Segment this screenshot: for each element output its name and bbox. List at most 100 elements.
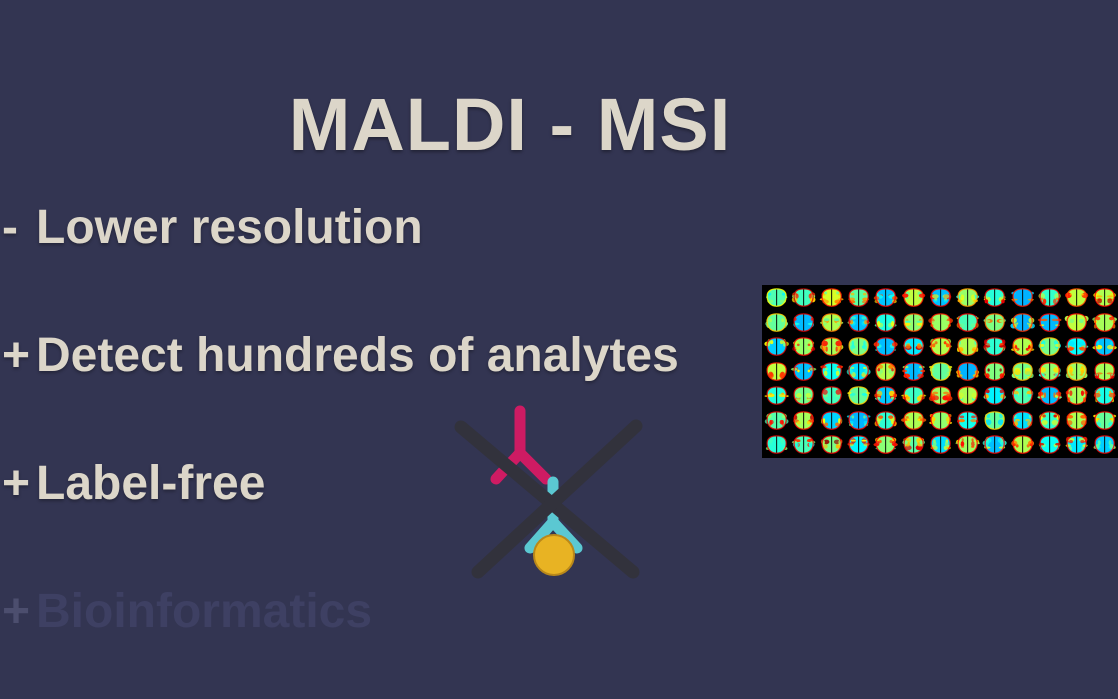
msi-tile bbox=[954, 310, 982, 336]
msi-tile bbox=[763, 335, 791, 360]
bullet-text: Label-free bbox=[36, 457, 266, 510]
msi-tile bbox=[899, 335, 927, 360]
msi-tile bbox=[981, 408, 1009, 434]
bullet-text: Bioinformatics bbox=[36, 585, 373, 638]
msi-tile bbox=[1036, 384, 1064, 409]
msi-tile bbox=[872, 384, 900, 409]
msi-tile bbox=[872, 408, 900, 434]
msi-tile bbox=[981, 433, 1009, 458]
msi-tile bbox=[790, 310, 818, 336]
msi-tile bbox=[926, 335, 955, 360]
msi-tile bbox=[899, 286, 927, 311]
msi-tile bbox=[899, 433, 927, 458]
bullet-marker: + bbox=[2, 585, 31, 638]
msi-tile bbox=[1036, 286, 1064, 311]
msi-tile bbox=[1008, 359, 1037, 385]
msi-tile bbox=[926, 408, 955, 434]
msi-tile bbox=[1036, 433, 1064, 458]
msi-tile bbox=[899, 359, 927, 385]
msi-tile bbox=[1063, 408, 1091, 434]
msi-tile bbox=[954, 335, 982, 360]
msi-tile bbox=[844, 433, 873, 458]
msi-tile bbox=[817, 286, 845, 311]
msi-tile bbox=[817, 408, 845, 434]
fluorophore-icon bbox=[533, 534, 575, 576]
msi-tile bbox=[1063, 384, 1091, 409]
msi-tile bbox=[1008, 286, 1037, 311]
msi-tile bbox=[981, 286, 1009, 311]
msi-tile bbox=[1090, 335, 1118, 360]
msi-tile bbox=[790, 433, 818, 458]
msi-tile bbox=[899, 408, 927, 434]
msi-tile bbox=[844, 408, 873, 434]
msi-tile bbox=[1090, 408, 1118, 434]
msi-tile bbox=[844, 384, 873, 409]
msi-tile bbox=[981, 359, 1009, 385]
msi-tile bbox=[1008, 335, 1037, 360]
msi-tile bbox=[1090, 433, 1118, 458]
msi-tile bbox=[790, 384, 818, 409]
msi-tile bbox=[899, 310, 927, 336]
msi-tile bbox=[790, 335, 818, 360]
msi-tile bbox=[954, 359, 982, 385]
msi-tile bbox=[872, 359, 900, 385]
msi-grid bbox=[762, 285, 1118, 458]
msi-tile bbox=[926, 433, 955, 458]
bullet-marker: - bbox=[2, 201, 18, 254]
cross-out-icon bbox=[454, 419, 643, 579]
msi-tile bbox=[844, 359, 873, 385]
msi-tile bbox=[763, 433, 791, 458]
msi-tile bbox=[790, 359, 818, 385]
msi-tile bbox=[790, 408, 818, 434]
msi-tile bbox=[926, 310, 955, 336]
msi-tile bbox=[926, 359, 955, 385]
msi-tile bbox=[872, 310, 900, 336]
msi-tile bbox=[1063, 433, 1091, 458]
msi-tile bbox=[981, 384, 1009, 409]
list-item: - Lower resolution bbox=[0, 200, 760, 328]
msi-tile bbox=[1008, 408, 1037, 434]
msi-tile bbox=[790, 286, 818, 311]
msi-tile bbox=[1090, 286, 1118, 311]
msi-tile bbox=[1090, 310, 1118, 336]
msi-tile bbox=[1090, 384, 1118, 409]
msi-tile bbox=[1036, 310, 1064, 336]
msi-tile bbox=[844, 335, 873, 360]
msi-tile bbox=[817, 310, 845, 336]
msi-ion-image-grid bbox=[762, 285, 1118, 458]
msi-tile bbox=[763, 286, 791, 311]
msi-tile bbox=[926, 286, 955, 311]
msi-tile bbox=[954, 408, 982, 434]
msi-tile bbox=[763, 310, 791, 336]
msi-tile bbox=[1008, 384, 1037, 409]
msi-tile bbox=[763, 408, 791, 434]
msi-tile bbox=[981, 310, 1009, 336]
msi-tile bbox=[763, 359, 791, 385]
msi-tile bbox=[1036, 359, 1064, 385]
bullet-list: - Lower resolution + Detect hundreds of … bbox=[0, 200, 760, 699]
msi-tile bbox=[1063, 359, 1091, 385]
msi-tile bbox=[1008, 310, 1037, 336]
msi-tile bbox=[817, 384, 845, 409]
bullet-marker: + bbox=[2, 329, 31, 382]
msi-tile bbox=[844, 310, 873, 336]
msi-tile bbox=[872, 335, 900, 360]
msi-tile bbox=[844, 286, 873, 311]
msi-tile bbox=[872, 286, 900, 311]
msi-tile bbox=[817, 433, 845, 458]
list-item-dimmed: + Bioinformatics bbox=[0, 584, 760, 699]
msi-tile bbox=[1008, 433, 1037, 458]
page-title: MALDI - MSI bbox=[288, 83, 732, 166]
msi-tile bbox=[1090, 359, 1118, 385]
msi-tile bbox=[954, 384, 982, 409]
msi-tile bbox=[899, 384, 927, 409]
list-item: + Label-free bbox=[0, 456, 760, 584]
msi-tile bbox=[817, 359, 845, 385]
msi-tile bbox=[954, 286, 982, 311]
bullet-marker: + bbox=[2, 457, 31, 510]
msi-tile bbox=[872, 433, 900, 458]
msi-tile bbox=[1036, 335, 1064, 360]
msi-tile bbox=[1063, 310, 1091, 336]
msi-tile bbox=[1036, 408, 1064, 434]
